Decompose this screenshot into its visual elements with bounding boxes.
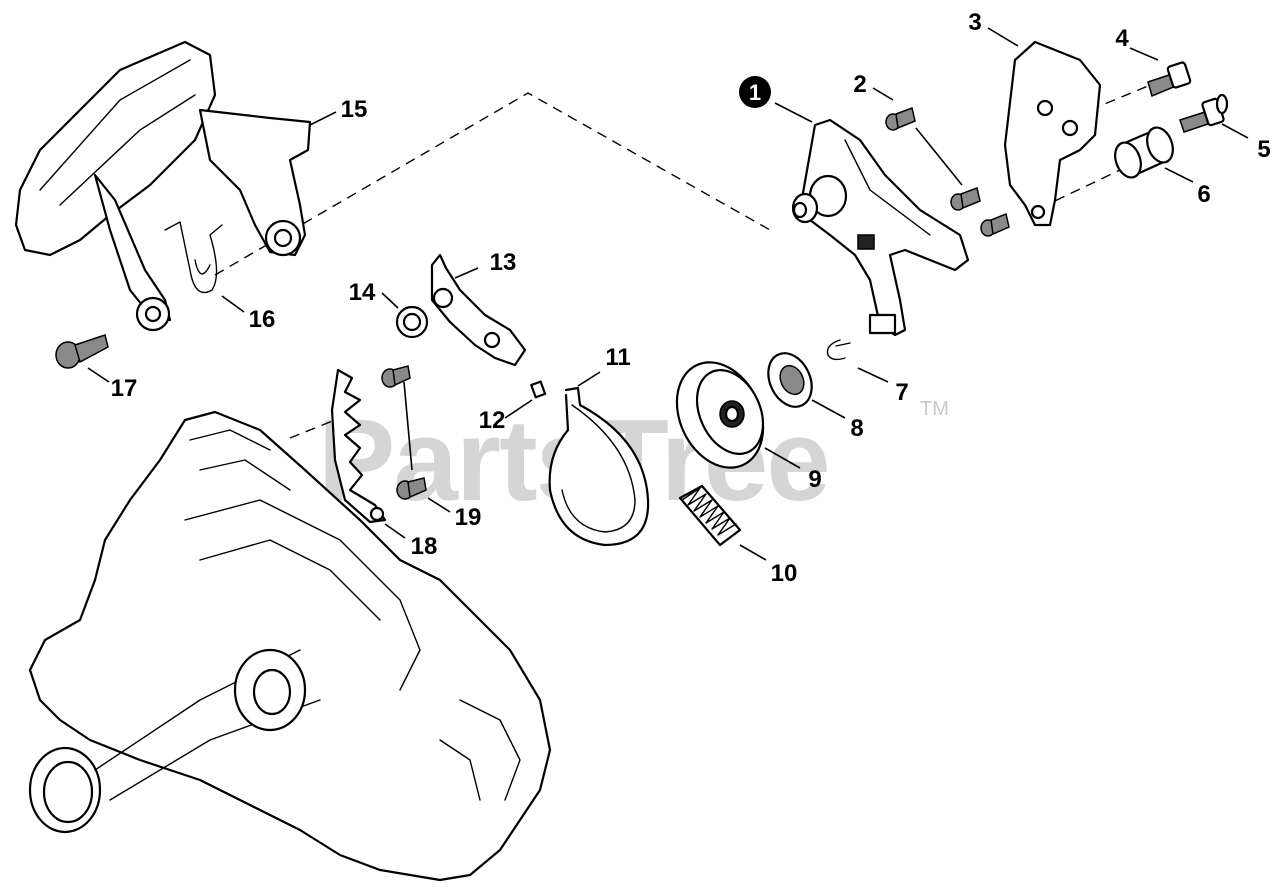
part-10-spring[interactable] bbox=[678, 484, 742, 547]
part-11-brake-band[interactable] bbox=[548, 386, 650, 547]
part-2-screws[interactable] bbox=[885, 106, 1010, 237]
assembly-dashed-line bbox=[214, 92, 771, 276]
part-8-washer[interactable] bbox=[760, 346, 820, 414]
callout-7-label[interactable]: 7 bbox=[895, 379, 908, 406]
part-16-spring[interactable] bbox=[164, 221, 223, 294]
callout-14-label[interactable]: 14 bbox=[349, 279, 376, 306]
callout-5-label[interactable]: 5 bbox=[1257, 136, 1270, 163]
callout-15-label[interactable]: 15 bbox=[341, 96, 368, 123]
part-19-screws[interactable] bbox=[381, 365, 427, 500]
assembly-dashed-line-right-top bbox=[1089, 85, 1149, 111]
callout-2-label[interactable]: 2 bbox=[853, 71, 866, 98]
callout-4-label[interactable]: 4 bbox=[1115, 25, 1129, 52]
callout-19-label[interactable]: 19 bbox=[455, 504, 482, 531]
callout-18-label[interactable]: 18 bbox=[411, 533, 438, 560]
leader-lines bbox=[87, 27, 1249, 561]
callout-13-label[interactable]: 13 bbox=[490, 249, 517, 276]
part-18-spike-bumper[interactable] bbox=[330, 368, 387, 524]
part-13-brake-lever[interactable] bbox=[430, 253, 527, 367]
callout-3-label[interactable]: 3 bbox=[968, 9, 981, 36]
part-14-bushing[interactable] bbox=[395, 305, 429, 339]
part-12-pin[interactable] bbox=[530, 380, 547, 399]
part-1-clutch-cover[interactable] bbox=[791, 118, 970, 337]
part-4-bolt[interactable] bbox=[1147, 61, 1192, 98]
callout-9-label[interactable]: 9 bbox=[808, 466, 821, 493]
callout-11-label[interactable]: 11 bbox=[605, 344, 630, 371]
part-17-screw[interactable] bbox=[55, 334, 109, 369]
part-6-spacer[interactable] bbox=[1111, 124, 1178, 181]
part-15-hand-guard[interactable] bbox=[14, 40, 312, 332]
part-7-clip[interactable] bbox=[826, 339, 851, 361]
part-3-guide-plate[interactable] bbox=[1003, 40, 1102, 227]
callout-8-label[interactable]: 8 bbox=[850, 415, 863, 442]
part-9-clutch-drum[interactable] bbox=[661, 348, 780, 482]
part-5-bolt[interactable] bbox=[1179, 93, 1229, 133]
callout-1[interactable]: 1 bbox=[739, 76, 771, 108]
callout-6-label[interactable]: 6 bbox=[1197, 181, 1210, 208]
callout-16-label[interactable]: 16 bbox=[249, 306, 276, 333]
main-housing[interactable] bbox=[28, 410, 552, 882]
watermark-trademark: TM bbox=[920, 398, 949, 420]
callout-1-label: 1 bbox=[749, 80, 761, 105]
assembly-dashed-line-right bbox=[1039, 169, 1121, 209]
callout-10-label[interactable]: 10 bbox=[771, 560, 798, 587]
callout-12-label[interactable]: 12 bbox=[479, 407, 506, 434]
assembly-dashed-line-dog bbox=[289, 417, 341, 439]
callout-labels: 1 2 3 4 5 6 7 8 9 10 11 12 13 14 15 16 1… bbox=[111, 9, 1271, 587]
callout-17-label[interactable]: 17 bbox=[111, 375, 138, 402]
